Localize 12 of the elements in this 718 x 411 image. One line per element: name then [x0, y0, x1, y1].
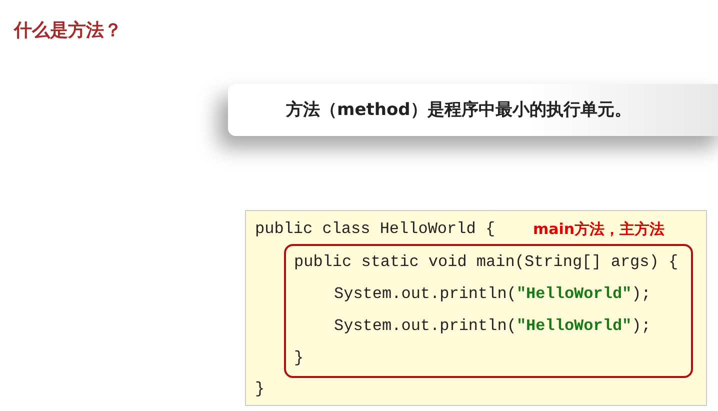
slide-title: 什么是方法？	[14, 19, 122, 42]
definition-card	[228, 84, 718, 136]
code-panel	[245, 210, 707, 406]
code-line: public static void main(String[] args) {	[294, 252, 678, 272]
code-line: }	[294, 348, 304, 368]
code-line: System.out.println("HelloWorld");	[334, 284, 651, 304]
code-line: System.out.println("HelloWorld");	[334, 316, 651, 336]
code-line: public class HelloWorld {	[255, 219, 496, 239]
method-highlight-box	[284, 244, 693, 378]
method-annotation: main方法，主方法	[533, 220, 665, 239]
definition-text: 方法（method）是程序中最小的执行单元。	[286, 99, 632, 121]
code-line: }	[255, 379, 265, 399]
